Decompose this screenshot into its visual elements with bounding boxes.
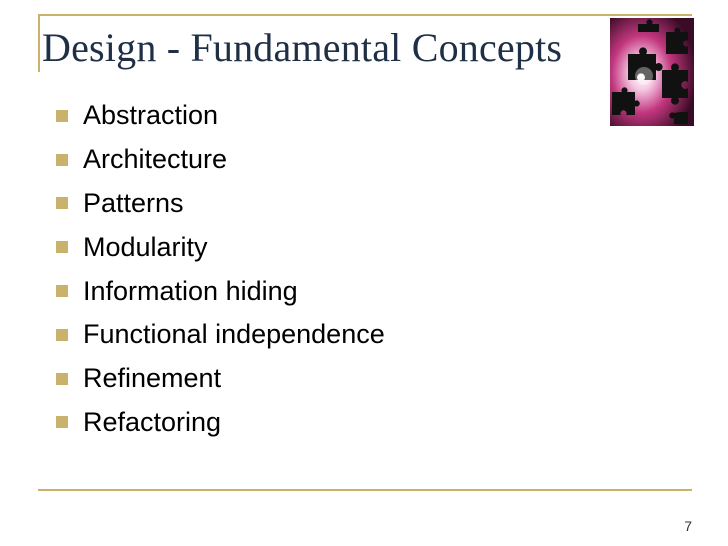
square-bullet-icon — [56, 241, 68, 254]
footer-rule — [38, 489, 692, 491]
title-left-rule — [38, 14, 40, 72]
bullet-item: Architecture — [50, 138, 385, 182]
bullet-text: Refinement — [83, 363, 222, 394]
bullet-item: Abstraction — [50, 94, 385, 138]
square-bullet-icon — [56, 285, 68, 298]
slide-title: Design - Fundamental Concepts — [42, 25, 563, 70]
bullet-item: Refactoring — [50, 401, 385, 445]
slide-number: 7 — [684, 518, 692, 534]
bullet-text: Abstraction — [83, 100, 219, 131]
bullet-text: Modularity — [83, 231, 208, 262]
bullet-item: Refinement — [50, 357, 385, 401]
square-bullet-icon — [56, 328, 68, 341]
square-bullet-icon — [56, 197, 68, 210]
bullet-text: Functional independence — [83, 319, 385, 350]
bullet-text: Architecture — [83, 144, 228, 175]
square-bullet-icon — [56, 372, 68, 385]
puzzle-pieces-image — [610, 18, 694, 126]
bullet-item: Functional independence — [50, 313, 385, 357]
bullet-text: Information hiding — [83, 275, 298, 306]
bullet-item: Information hiding — [50, 269, 385, 313]
square-bullet-icon — [56, 153, 68, 166]
square-bullet-icon — [56, 109, 68, 122]
bullet-item: Patterns — [50, 182, 385, 226]
bullet-item: Modularity — [50, 225, 385, 269]
title-top-rule — [38, 14, 692, 16]
bullet-text: Refactoring — [83, 406, 222, 437]
square-bullet-icon — [56, 416, 68, 429]
bullet-text: Patterns — [83, 187, 184, 218]
bullet-list: Abstraction Architecture Patterns Modula… — [50, 94, 385, 444]
